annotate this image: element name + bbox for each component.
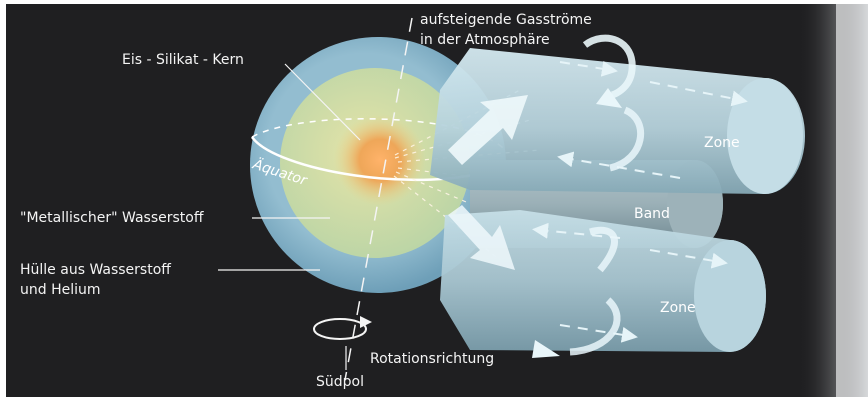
gas-streams-label-line2: in der Atmosphäre: [420, 32, 550, 48]
south-pole-label: Südpol: [316, 374, 364, 390]
right-edge-fade: [800, 4, 868, 397]
metallic-hydrogen-label: "Metallischer" Wasserstoff: [20, 210, 204, 226]
upper-zone-label: Zone: [704, 135, 740, 151]
band-label: Band: [634, 206, 670, 222]
shell-label-line1: Hülle aus Wasserstoff: [20, 262, 171, 278]
lower-zone-label: Zone: [660, 300, 696, 316]
lower-zone-cap: [694, 240, 766, 352]
core-label: Eis - Silikat - Kern: [122, 52, 244, 68]
shell-label-line2: und Helium: [20, 282, 101, 298]
rotation-label: Rotationsrichtung: [370, 351, 494, 367]
gas-streams-label-line1: aufsteigende Gasströme: [420, 12, 592, 28]
